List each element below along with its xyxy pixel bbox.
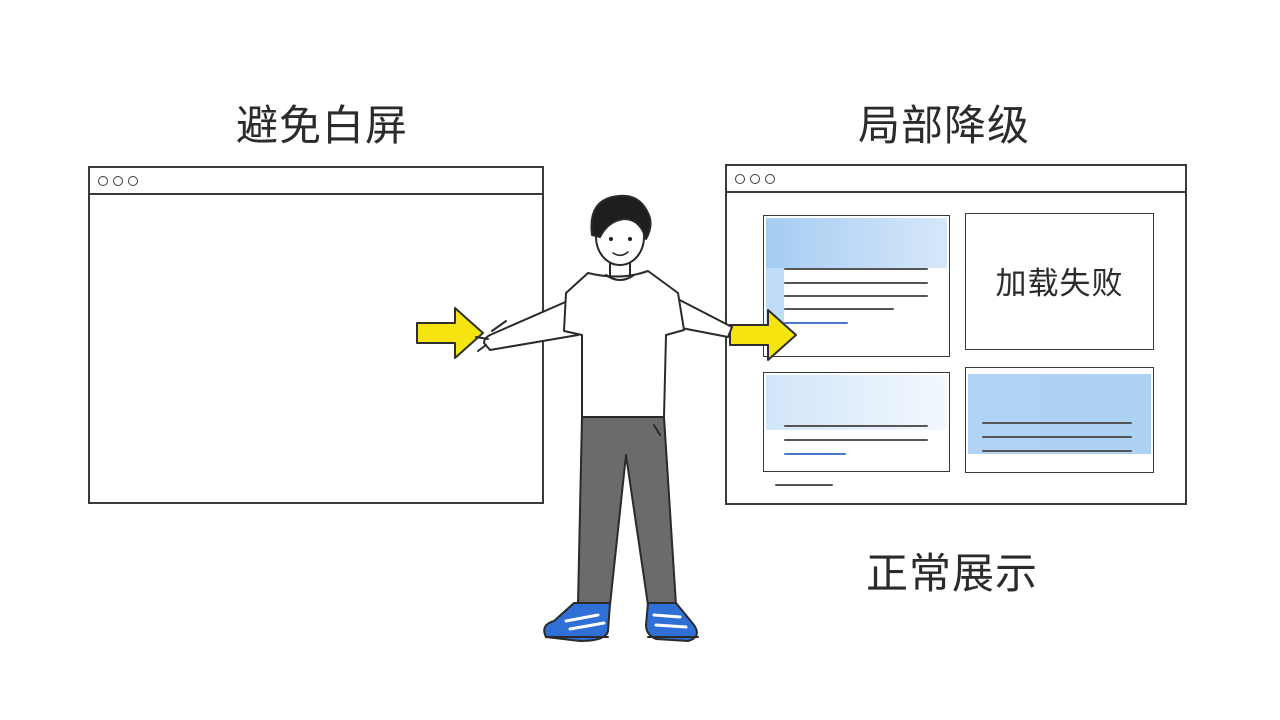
content-panel: [763, 372, 950, 472]
window-dot-icon: [128, 175, 138, 186]
degraded-browser-window: 加载失败: [725, 164, 1187, 505]
right-title: 局部降级: [858, 101, 1031, 150]
image-placeholder: [766, 375, 947, 430]
window-dot-icon: [735, 173, 745, 184]
window-dot-icon: [98, 175, 108, 186]
text-line: [982, 450, 1132, 452]
text-line: [784, 295, 928, 297]
text-line: [982, 422, 1132, 424]
yellow-arrow-icon: [729, 309, 797, 361]
text-line: [784, 439, 928, 441]
text-line: [784, 308, 894, 310]
text-line: [784, 322, 848, 324]
window-dot-icon: [113, 175, 123, 186]
left-title: 避免白屏: [236, 101, 409, 150]
window-titlebar: [727, 166, 1185, 193]
image-placeholder: [766, 218, 947, 268]
text-line: [982, 436, 1132, 438]
text-line: [784, 268, 928, 270]
window-dot-icon: [765, 173, 775, 184]
window-dot-icon: [750, 173, 760, 184]
image-placeholder: [968, 374, 1151, 454]
window-titlebar: [90, 168, 542, 195]
text-line: [775, 484, 833, 486]
text-line: [784, 425, 928, 427]
failed-panel-label: 加载失败: [995, 266, 1124, 302]
yellow-arrow-icon: [416, 307, 484, 359]
content-panel: [965, 367, 1154, 473]
text-line: [784, 282, 928, 284]
failed-panel: 加载失败: [965, 213, 1154, 350]
bottom-caption: 正常展示: [866, 549, 1039, 598]
person-illustration: [475, 194, 733, 642]
text-line: [784, 453, 846, 455]
